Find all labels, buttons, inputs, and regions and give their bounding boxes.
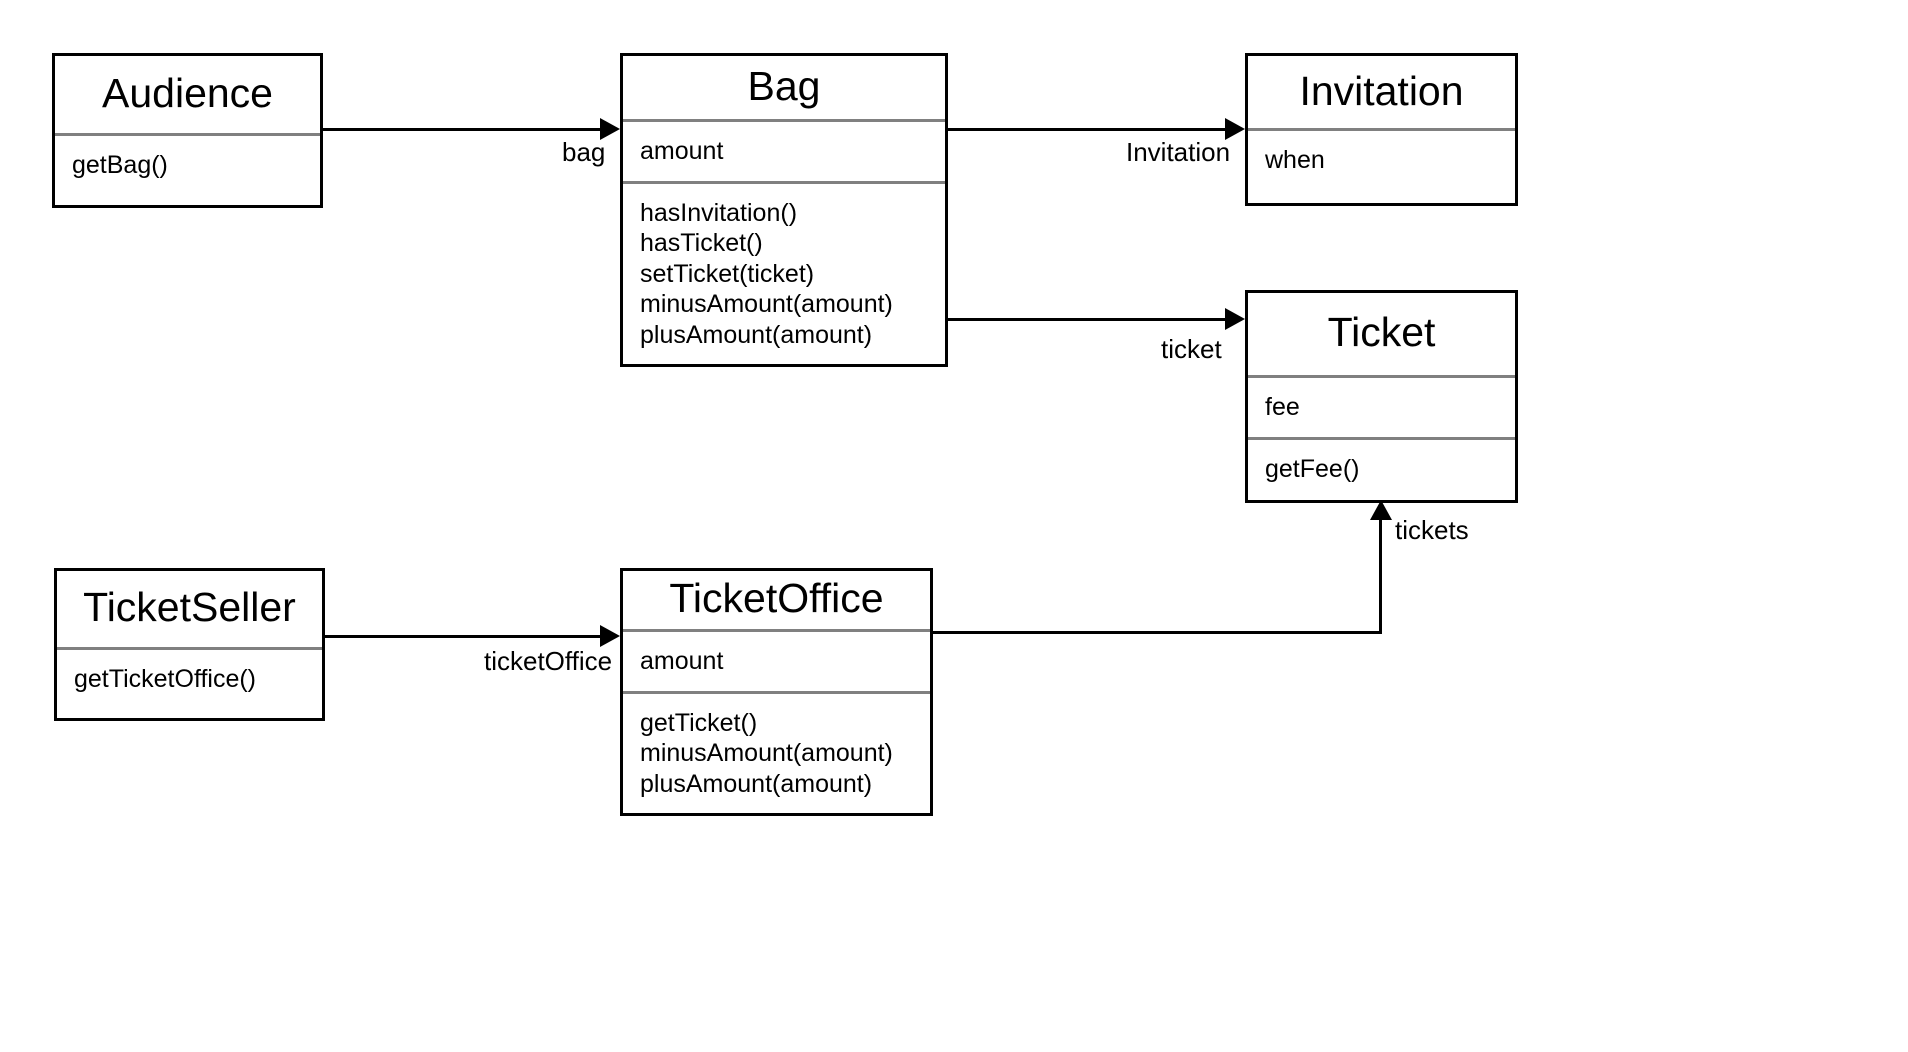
class-name-invitation: Invitation — [1299, 67, 1464, 114]
class-attributes-ticketoffice: amount — [623, 629, 930, 691]
class-attribute: when — [1265, 146, 1325, 175]
class-box-ticket[interactable]: Ticket fee getFee() — [1245, 290, 1518, 503]
class-attributes-invitation: when — [1248, 128, 1515, 203]
class-box-ticketoffice[interactable]: TicketOffice amount getTicket() minusAmo… — [620, 568, 933, 816]
association-line-ticketoffice — [324, 635, 604, 638]
association-line-invitation — [948, 128, 1228, 131]
association-label-bag: bag — [562, 137, 606, 167]
class-operations-bag: hasInvitation() hasTicket() setTicket(ti… — [623, 180, 945, 365]
class-name-bag: Bag — [747, 62, 821, 109]
class-operation: getBag() — [72, 151, 168, 179]
class-operations-ticketoffice: getTicket() minusAmount(amount) plusAmou… — [623, 690, 930, 814]
class-operations-audience: getBag() — [55, 133, 320, 195]
association-arrowhead-ticketoffice — [600, 625, 620, 647]
association-line-bag — [322, 128, 604, 131]
association-arrowhead-bag — [600, 118, 620, 140]
association-line-tickets-horizontal — [933, 631, 1382, 634]
class-operation: setTicket(ticket) — [640, 259, 815, 288]
association-label-ticket: ticket — [1161, 334, 1222, 364]
class-operations-ticket: getFee() — [1248, 437, 1515, 499]
class-operation: getFee() — [1265, 455, 1360, 483]
class-attribute: amount — [640, 137, 724, 165]
class-operation: hasTicket() — [640, 229, 763, 257]
association-label-tickets: tickets — [1395, 515, 1469, 545]
class-operation: minusAmount(amount) — [640, 739, 893, 767]
class-operation: plusAmount(amount) — [640, 320, 873, 349]
class-operation: getTicket() — [640, 708, 758, 737]
class-box-bag[interactable]: Bag amount hasInvitation() hasTicket() s… — [620, 53, 948, 367]
class-name-ticketoffice: TicketOffice — [669, 575, 884, 622]
class-attributes-ticket: fee — [1248, 375, 1515, 437]
class-operation: minusAmount(amount) — [640, 290, 893, 318]
class-operation: getTicketOffice() — [74, 665, 256, 693]
class-name-ticketseller: TicketSeller — [83, 584, 296, 631]
association-line-ticket — [948, 318, 1228, 321]
class-operations-ticketseller: getTicketOffice() — [57, 647, 322, 709]
class-operation: plusAmount(amount) — [640, 769, 873, 798]
class-attributes-bag: amount — [623, 119, 945, 181]
association-line-tickets-vertical — [1379, 520, 1382, 634]
association-label-invitation: Invitation — [1126, 137, 1231, 167]
class-box-ticketseller[interactable]: TicketSeller getTicketOffice() — [54, 568, 325, 721]
class-name-ticket: Ticket — [1327, 309, 1436, 356]
association-arrowhead-invitation — [1225, 118, 1245, 140]
association-arrowhead-ticket — [1225, 308, 1245, 330]
class-name-audience: Audience — [102, 69, 273, 116]
association-label-ticketoffice: ticketOffice — [484, 646, 613, 676]
class-box-audience[interactable]: Audience getBag() — [52, 53, 323, 208]
class-operation: hasInvitation() — [640, 198, 798, 227]
class-attribute: fee — [1265, 393, 1300, 421]
class-attribute: amount — [640, 647, 724, 675]
class-box-invitation[interactable]: Invitation when — [1245, 53, 1518, 206]
association-arrowhead-tickets — [1370, 500, 1392, 520]
